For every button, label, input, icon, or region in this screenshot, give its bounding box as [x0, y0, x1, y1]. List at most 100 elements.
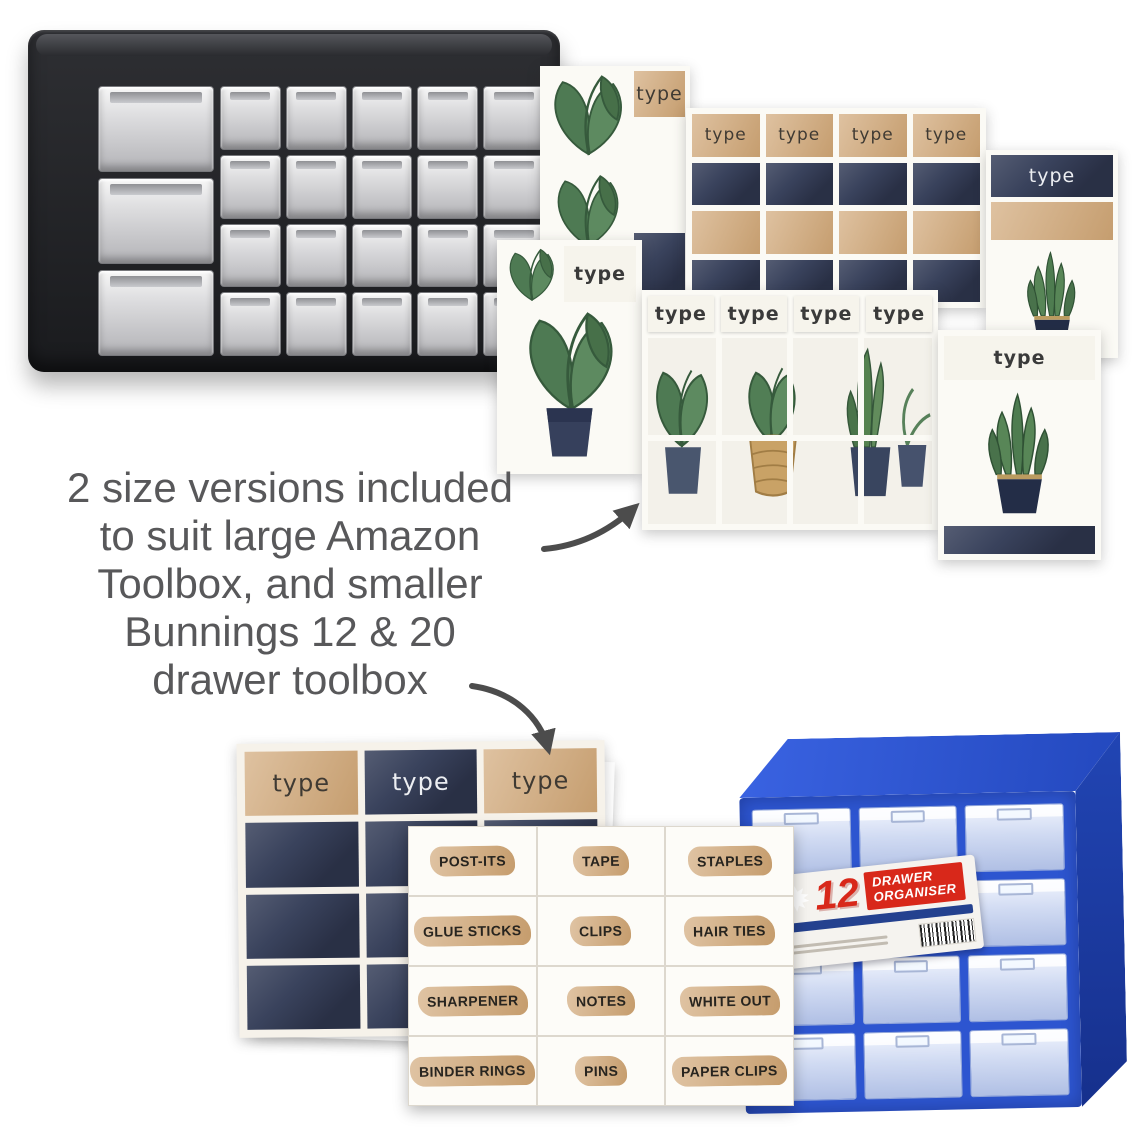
sticker-label: NOTES: [536, 966, 666, 1036]
label-sheet-snake-large: type: [938, 330, 1101, 560]
type-label-navy: type: [364, 749, 478, 815]
cabinet-top-edge: [36, 34, 552, 56]
type-label-navy: type: [991, 155, 1113, 197]
cabinet-front: [98, 86, 544, 356]
sheet-label-column: type: [634, 71, 685, 299]
organizer-top-face: [738, 732, 1121, 798]
cut-line: [787, 338, 793, 524]
label-swatch-navy: [246, 893, 360, 959]
drawer: [220, 154, 281, 219]
type-label-tan: type: [765, 114, 833, 157]
annotation-line: to suit large Amazon: [99, 511, 481, 559]
label-swatch-navy: [634, 233, 685, 299]
annotation-line: Toolbox, and smaller: [97, 559, 483, 607]
sticker-text: CLIPS: [570, 915, 632, 947]
drawer: [861, 955, 962, 1025]
label-swatch-navy: [246, 964, 361, 1030]
type-label-tan: type: [692, 114, 760, 157]
sticker-text: NOTES: [566, 985, 636, 1017]
sticker-label: BINDER RINGS: [408, 1036, 537, 1106]
sticker-text: WHITE OUT: [679, 985, 780, 1017]
sticker-text: HAIR TIES: [683, 915, 776, 947]
drawer: [98, 178, 214, 264]
sticker-label: POST-ITS: [408, 826, 537, 896]
type-label-cream: type: [720, 296, 787, 332]
label-swatch-navy: [245, 821, 359, 888]
cut-line: [858, 338, 864, 524]
drawer: [285, 86, 347, 150]
drawer: [285, 223, 347, 288]
label-swatch-navy: [912, 162, 980, 205]
type-label-tan: type: [483, 748, 598, 814]
drawer: [351, 86, 413, 150]
label-sheet-snake-small: type: [986, 150, 1118, 358]
drawer: [968, 953, 1069, 1023]
sticker-label: WHITE OUT: [665, 966, 794, 1036]
drawer: [351, 292, 413, 356]
drawer: [351, 223, 413, 288]
drawer: [417, 154, 479, 219]
drawer: [351, 154, 413, 219]
type-label-cream: type: [944, 336, 1095, 380]
sticker-text: PINS: [574, 1055, 628, 1087]
label-sheet-plant-large: type: [497, 240, 642, 474]
sticker-text: BINDER RINGS: [409, 1054, 535, 1088]
drawer: [98, 86, 214, 172]
drawer: [862, 1030, 963, 1100]
annotation-text: 2 size versions included to suit large A…: [5, 464, 575, 703]
organizer-side-face: [1074, 732, 1128, 1107]
annotation-line: drawer toolbox: [152, 655, 428, 703]
type-label-row: type type type type: [648, 296, 932, 332]
drawer: [417, 292, 479, 356]
label-sheet-split-picture: type type type type: [642, 290, 938, 530]
sticker-text: SHARPENER: [417, 985, 528, 1017]
fine-print-lines: [787, 932, 889, 958]
sticker-label: STAPLES: [665, 826, 794, 896]
sticker-text: STAPLES: [687, 845, 773, 877]
type-label-tan: type: [244, 750, 358, 817]
drawer: [483, 86, 544, 150]
leaf-image: [509, 248, 554, 302]
sticker-label: HAIR TIES: [665, 896, 794, 966]
sticker-label: GLUE STICKS: [408, 896, 537, 966]
sticker-label: PAPER CLIPS: [665, 1036, 794, 1106]
drawer: [220, 223, 281, 288]
barcode: [918, 917, 977, 948]
label-swatch-tan: [765, 211, 833, 254]
sticker-label-sheet: POST-ITS TAPE STAPLES GLUE STICKS CLIPS …: [408, 826, 794, 1106]
type-label-cream: type: [793, 296, 860, 332]
drawer: [417, 223, 479, 288]
label-swatch-tan: [991, 202, 1113, 240]
sheet-spacer: [634, 122, 685, 228]
cut-line: [648, 434, 932, 441]
cut-line: [716, 338, 722, 524]
badge-title: DRAWER ORGANISER: [862, 862, 966, 910]
drawer: [483, 154, 544, 219]
sticker-text: PAPER CLIPS: [672, 1055, 788, 1087]
sticker-text: TAPE: [572, 845, 630, 877]
annotation-line: Bunnings 12 & 20: [124, 607, 456, 655]
leaf-image: [554, 75, 623, 157]
label-swatch-navy: [839, 162, 907, 205]
sticker-text: POST-ITS: [429, 845, 516, 877]
small-drawer-grid: [220, 86, 544, 356]
type-label-tan: type: [634, 71, 685, 117]
label-swatch-tan: [692, 211, 760, 254]
drawer: [969, 1028, 1070, 1098]
type-label-cream: type: [648, 296, 714, 332]
drawer: [417, 86, 479, 150]
drawer: [220, 292, 281, 356]
large-drawer-column: [98, 86, 214, 356]
blue-drawer-organizer: 12 DRAWER ORGANISER: [738, 732, 1128, 1114]
sheet-header-row: type: [503, 246, 636, 302]
type-label-tan: type: [912, 114, 980, 157]
sticker-label: SHARPENER: [408, 966, 537, 1036]
drawer: [285, 292, 347, 356]
drawer: [964, 803, 1065, 873]
label-sheet-grid: type type type type: [686, 108, 986, 308]
type-label-cream: type: [564, 246, 636, 302]
sticker-label: PINS: [536, 1036, 666, 1106]
label-swatch-tan: [839, 211, 907, 254]
drawer: [98, 270, 214, 356]
